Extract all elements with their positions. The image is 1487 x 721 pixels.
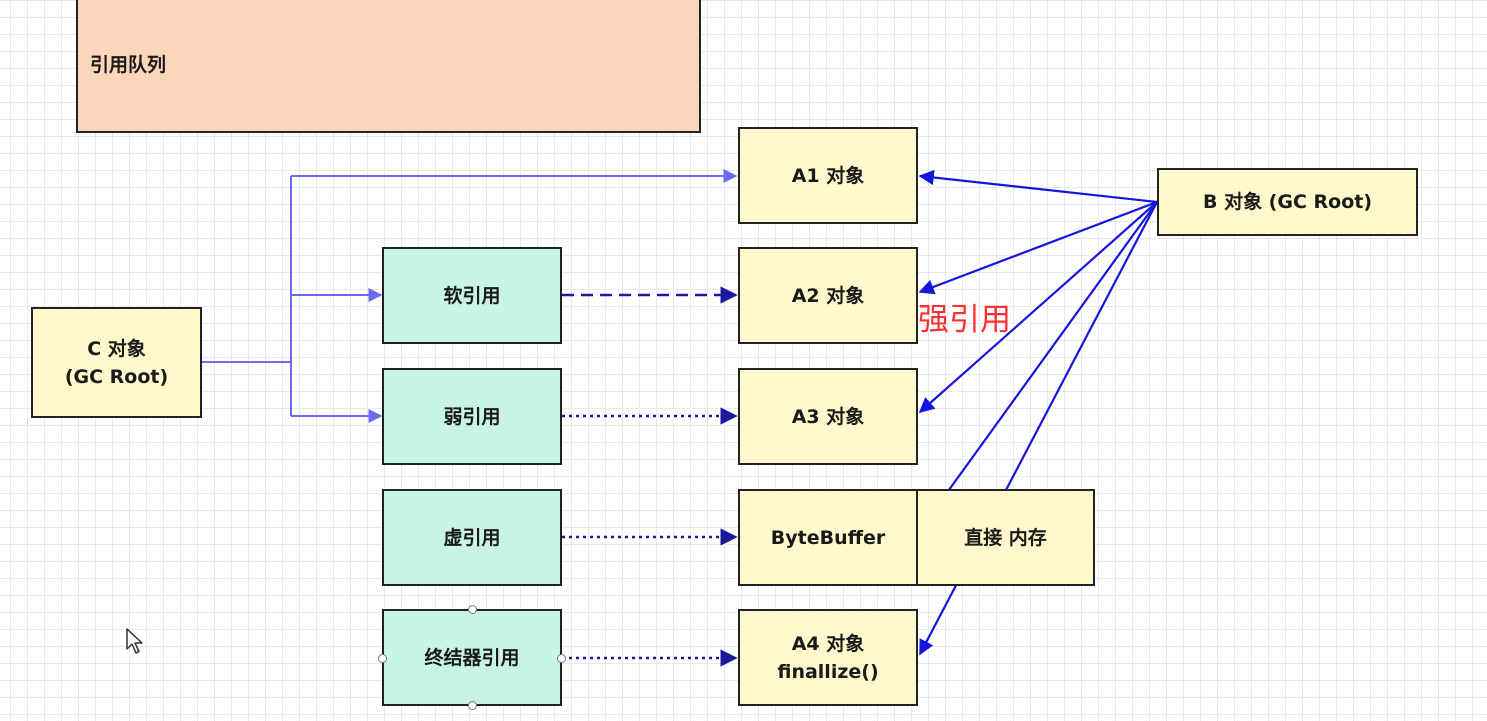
ref-edges [562,286,738,667]
a3-object-label: A3 对象 [791,405,865,428]
finalizer-reference-label: 终结器引用 [424,646,520,669]
a4-finalize-method: finallize() [777,660,879,683]
b-to-a2-edge [918,200,1158,295]
resize-handle-bottom[interactable] [468,701,477,710]
weak-reference-box[interactable]: 弱引用 [382,368,562,465]
resize-handle-left[interactable] [378,654,387,663]
b-to-a1-edge [918,169,1158,204]
bytebuffer-box[interactable]: ByteBuffer [738,489,918,586]
a4-object-title: A4 对象 [791,632,865,655]
a3-object-box[interactable]: A3 对象 [738,368,918,465]
b-object-label: B 对象 (GC Root) [1202,191,1373,213]
b-object-box[interactable]: B 对象 (GC Root) [1157,168,1418,236]
reference-queue-box[interactable]: 引用队列 [76,0,701,133]
direct-memory-box[interactable]: 直接 内存 [916,489,1095,586]
resize-handle-right[interactable] [557,654,566,663]
a1-object-label: A1 对象 [791,164,865,187]
c-edges [202,169,738,423]
direct-memory-label: 直接 内存 [964,526,1047,549]
c-object-subtitle: (GC Root) [64,365,169,388]
strong-reference-label: 强引用 [918,302,1011,338]
mouse-pointer-icon [126,628,143,654]
a2-object-label: A2 对象 [791,284,865,307]
soft-reference-label: 软引用 [443,284,501,307]
finalizer-reference-box[interactable]: 终结器引用 [382,609,562,706]
b-to-bytebuffer-edge [919,201,1158,532]
phantom-reference-box[interactable]: 虚引用 [382,489,562,586]
b-to-a3-edge [918,201,1158,414]
bytebuffer-label: ByteBuffer [770,526,886,549]
soft-reference-box[interactable]: 软引用 [382,247,562,344]
weak-reference-label: 弱引用 [443,405,501,428]
c-object-title: C 对象 [87,337,146,360]
c-object-label: C 对象 (GC Root) [65,335,168,391]
a2-object-box[interactable]: A2 对象 [738,247,918,344]
a4-object-label: A4 对象 finallize() [777,630,878,686]
b-to-a4-edge [919,201,1158,656]
a1-object-box[interactable]: A1 对象 [738,127,918,224]
resize-handle-top[interactable] [468,605,477,614]
reference-queue-label: 引用队列 [90,53,167,76]
c-object-box[interactable]: C 对象 (GC Root) [31,307,202,418]
a4-object-box[interactable]: A4 对象 finallize() [738,609,918,706]
phantom-reference-label: 虚引用 [443,526,501,549]
